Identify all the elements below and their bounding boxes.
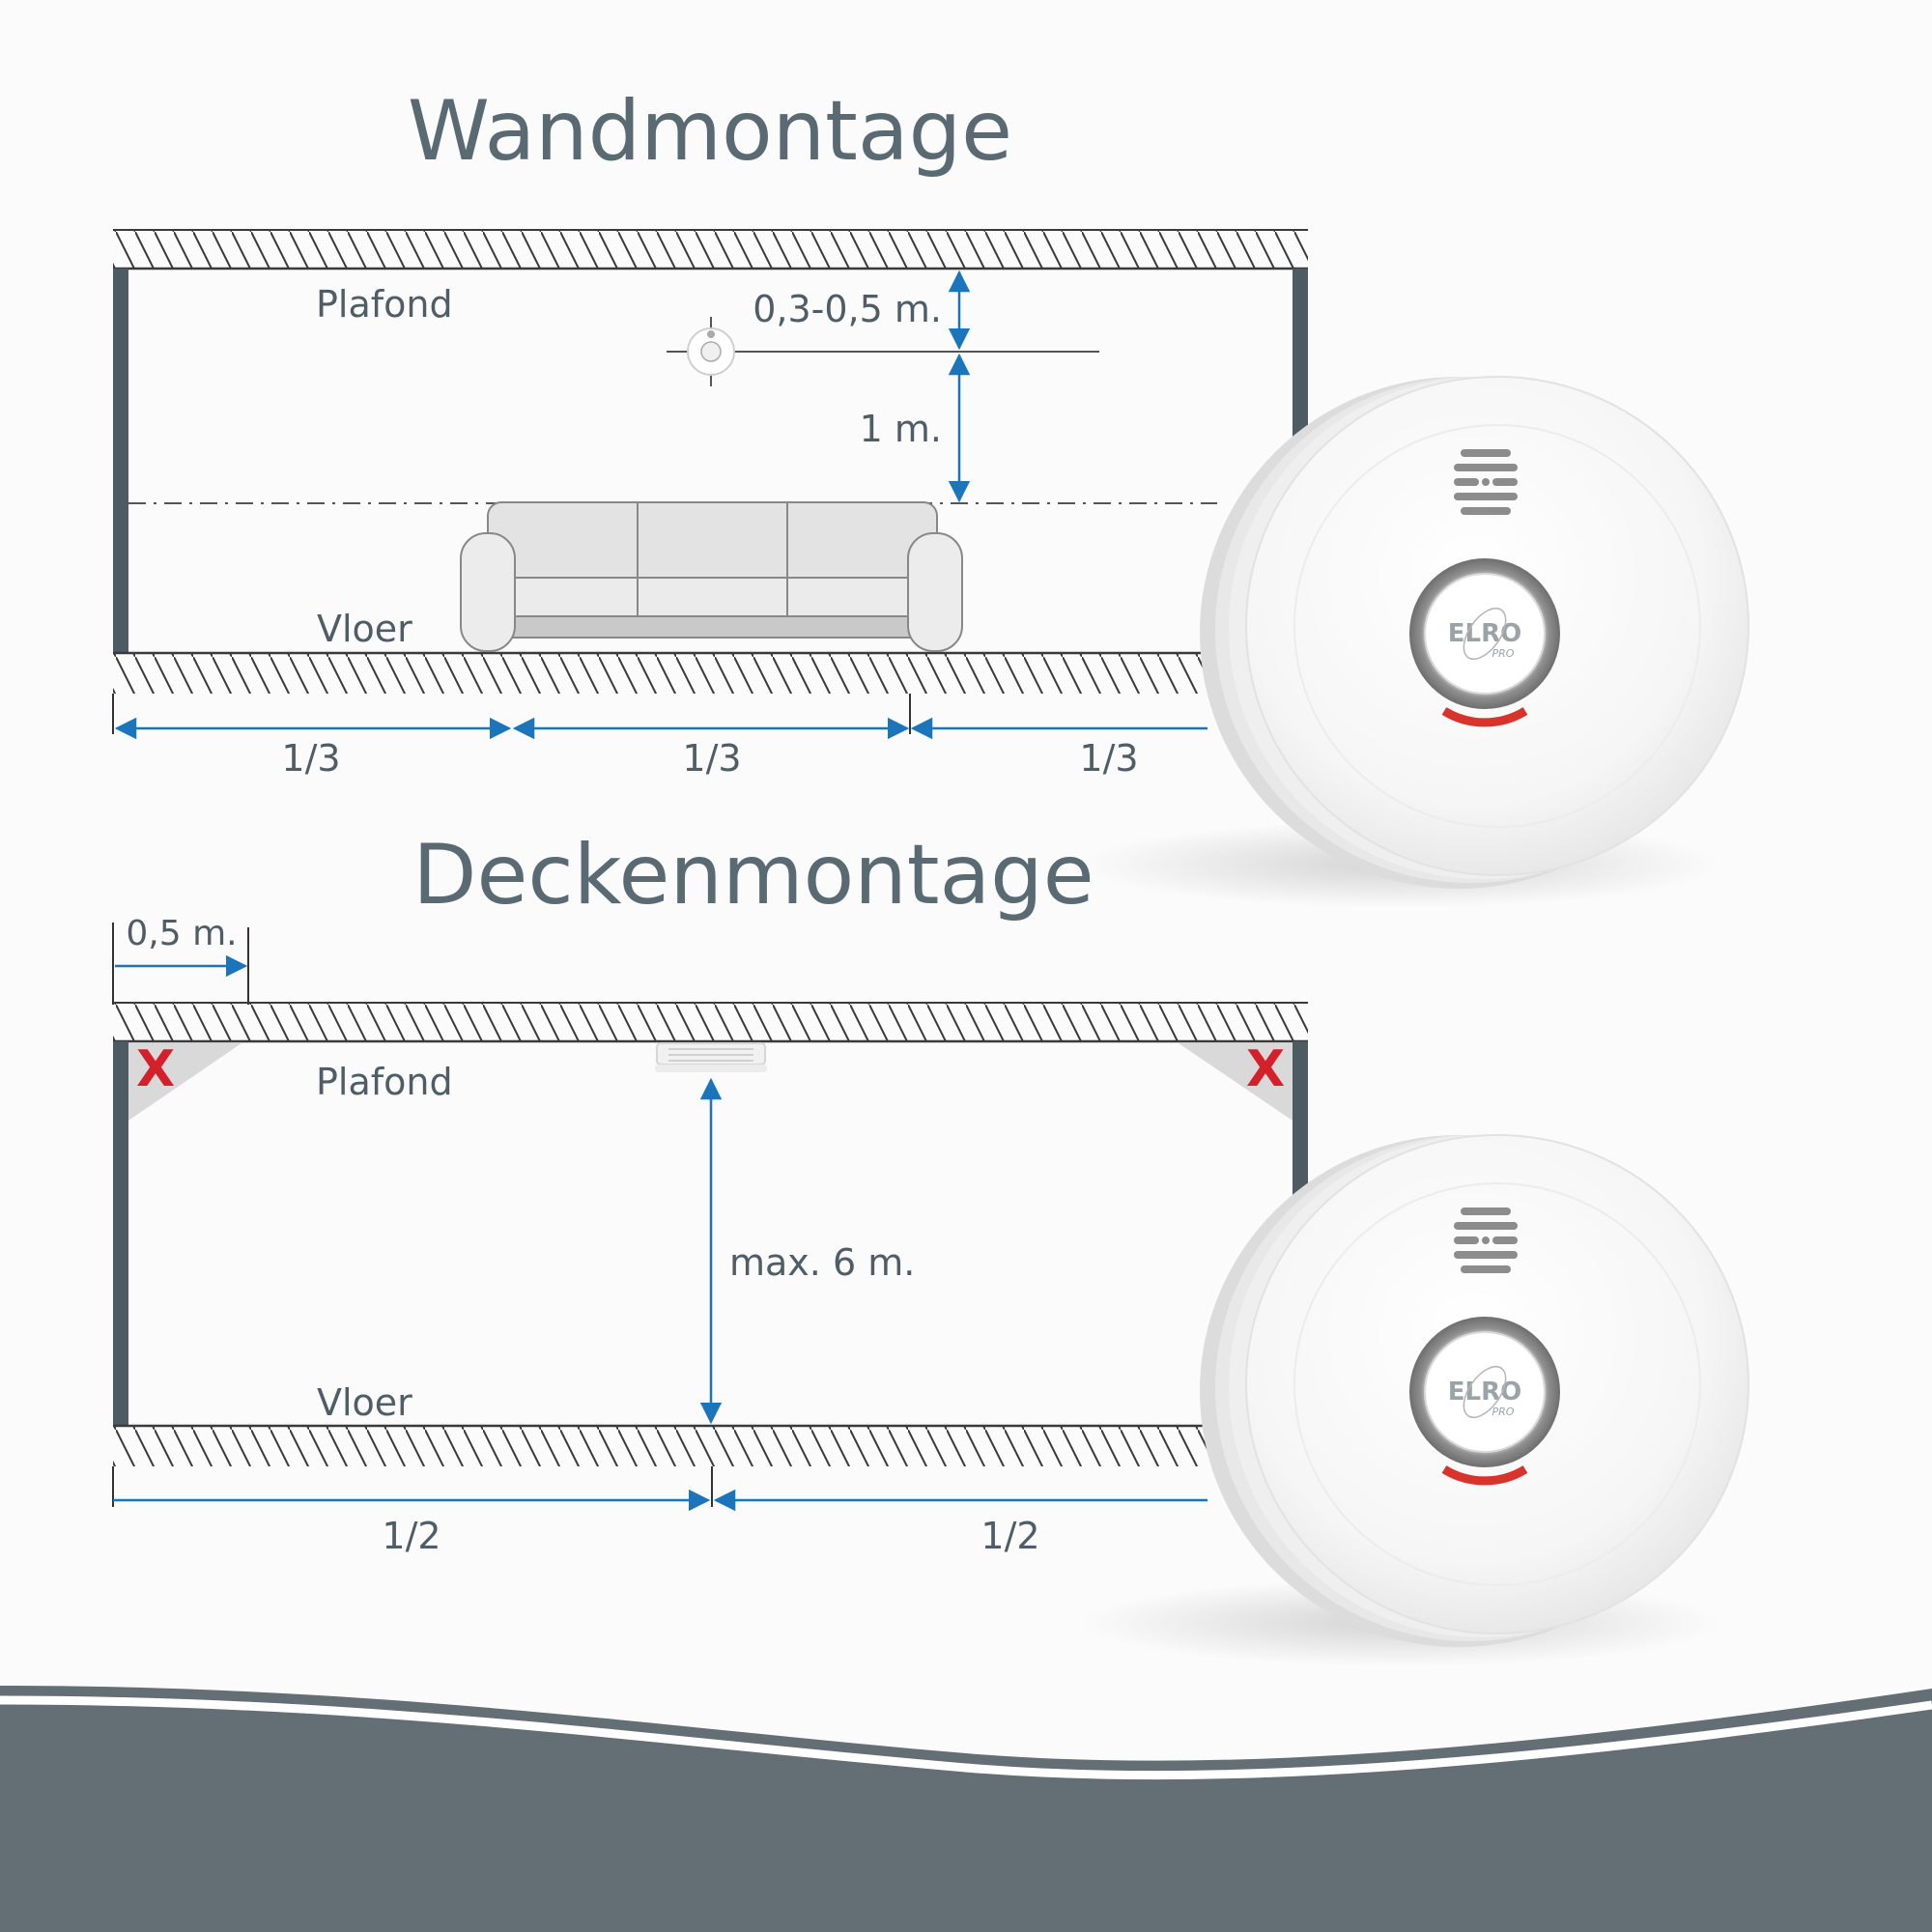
dim-ceiling-gap: 0,3-0,5 m.	[753, 288, 942, 330]
half-label-1: 1/2	[382, 1515, 440, 1557]
forbidden-corner-right: X	[1179, 1040, 1293, 1121]
left-wall	[113, 269, 128, 653]
third-label-1: 1/3	[281, 737, 340, 780]
brand-sub-logo: PRO	[1492, 647, 1515, 660]
wall-ceiling-hatch	[113, 229, 1308, 270]
wall-mount-section: Wandmontage Plafond Vloer	[112, 83, 1308, 780]
ceiling-detector-side-icon	[655, 1042, 767, 1072]
half-label-2: 1/2	[980, 1515, 1039, 1557]
wall-floor-label: Vloer	[317, 608, 412, 650]
brand-logo: ELRO	[1448, 619, 1521, 648]
led-indicator	[1441, 707, 1528, 727]
forbidden-mark-right: X	[1246, 1040, 1285, 1098]
third-label-2: 1/3	[682, 737, 741, 780]
brand-sub-logo: PRO	[1492, 1406, 1515, 1418]
ceiling-left-wall	[113, 1041, 128, 1426]
ceiling-horizontal-halves	[112, 1466, 1208, 1512]
corner-gap-dimension	[112, 923, 249, 1005]
smoke-detector-product-top: ELRO PRO	[1082, 376, 1749, 908]
footer-wave	[0, 1686, 1932, 1932]
ceiling-mount-section: Deckenmontage 0,5 m. X X Plafon	[112, 827, 1308, 1557]
wall-horizontal-thirds	[112, 694, 1208, 740]
speaker-grille-icon	[1454, 1208, 1518, 1273]
small-detector-icon	[667, 317, 1099, 386]
speaker-grille-icon	[1454, 449, 1518, 515]
brand-logo: ELRO	[1448, 1378, 1521, 1406]
forbidden-mark-left: X	[136, 1040, 175, 1098]
sofa-icon	[460, 501, 963, 652]
led-indicator	[1441, 1465, 1528, 1486]
smoke-detector-product-bottom: ELRO PRO	[1082, 1134, 1749, 1666]
ceiling-hatch	[113, 1002, 1308, 1043]
dim-to-furniture: 1 m.	[860, 408, 942, 450]
ceiling-floor-label: Vloer	[317, 1381, 412, 1424]
corner-gap-label: 0,5 m.	[126, 914, 237, 953]
wall-mount-title: Wandmontage	[408, 83, 1012, 180]
ceiling-ceiling-label: Plafond	[316, 1061, 453, 1103]
forbidden-corner-left: X	[128, 1040, 242, 1121]
third-label-3: 1/3	[1079, 737, 1138, 780]
wall-ceiling-label: Plafond	[316, 283, 453, 326]
wall-floor-hatch	[113, 651, 1308, 694]
max-height-label: max. 6 m.	[729, 1241, 915, 1284]
ceiling-mount-title: Deckenmontage	[412, 827, 1094, 923]
ceiling-floor-hatch	[113, 1424, 1308, 1466]
